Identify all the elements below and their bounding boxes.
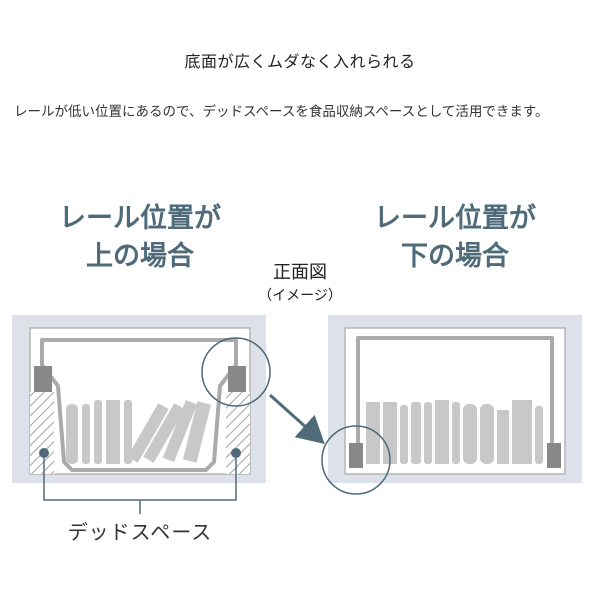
stored-item [94, 400, 102, 464]
left-dead-space-hatch [30, 392, 54, 474]
left-case-title-line1: レール位置が [59, 203, 221, 234]
stored-item [435, 400, 449, 464]
lower-rail-drawer-basket [356, 336, 554, 444]
right-rail-lower-right [547, 443, 561, 468]
left-stored-items [66, 400, 212, 464]
front-view-label-main: 正面図 [273, 262, 327, 283]
dead-space-marker-right [231, 448, 241, 458]
right-cabinet [328, 315, 582, 483]
right-rail-lower-left [349, 443, 363, 468]
stored-item [452, 402, 460, 464]
stored-item [463, 404, 477, 464]
lower-rail-callout-circle [321, 425, 391, 495]
front-view-label: 正面図 （イメージ） [240, 260, 360, 306]
dead-space-label: デッドスペース [67, 520, 213, 544]
stored-item [480, 404, 494, 464]
stored-item [182, 401, 212, 463]
right-case-title-line1: レール位置が [374, 203, 536, 234]
stored-item [127, 403, 169, 463]
right-case-title: レール位置が 下の場合 [345, 200, 565, 276]
stored-item [162, 400, 198, 462]
left-case-title-line2: 上の場合 [86, 241, 194, 272]
upper-rail-callout-circle [201, 337, 271, 407]
left-cabinet [12, 315, 266, 514]
left-rail-upper-right [228, 366, 246, 392]
front-view-label-sub: （イメージ） [258, 288, 342, 304]
stored-item [383, 402, 397, 464]
stored-item [424, 402, 432, 464]
stored-item [366, 402, 380, 464]
right-case-title-line2: 下の場合 [401, 241, 509, 272]
stored-item [66, 404, 78, 464]
left-rail-upper-left [34, 366, 52, 392]
stored-item [535, 406, 543, 464]
section-heading: 底面が広くムダなく入れられる [184, 52, 416, 71]
right-stored-items [366, 400, 543, 464]
comparison-arrow [268, 393, 325, 445]
dead-space-marker-left [39, 448, 49, 458]
stored-item [82, 404, 90, 464]
upper-rail-drawer-basket [40, 338, 238, 472]
stored-item [143, 403, 185, 463]
stored-item [497, 410, 509, 464]
stored-item [400, 405, 408, 464]
stored-item [411, 402, 421, 464]
stored-item [124, 400, 132, 464]
left-case-title: レール位置が 上の場合 [30, 200, 250, 276]
stored-item [512, 400, 532, 464]
stored-item [106, 400, 120, 464]
description-text: レールが低い位置にあるので、デッドスペースを食品収納スペースとして活用できます。 [14, 104, 549, 120]
